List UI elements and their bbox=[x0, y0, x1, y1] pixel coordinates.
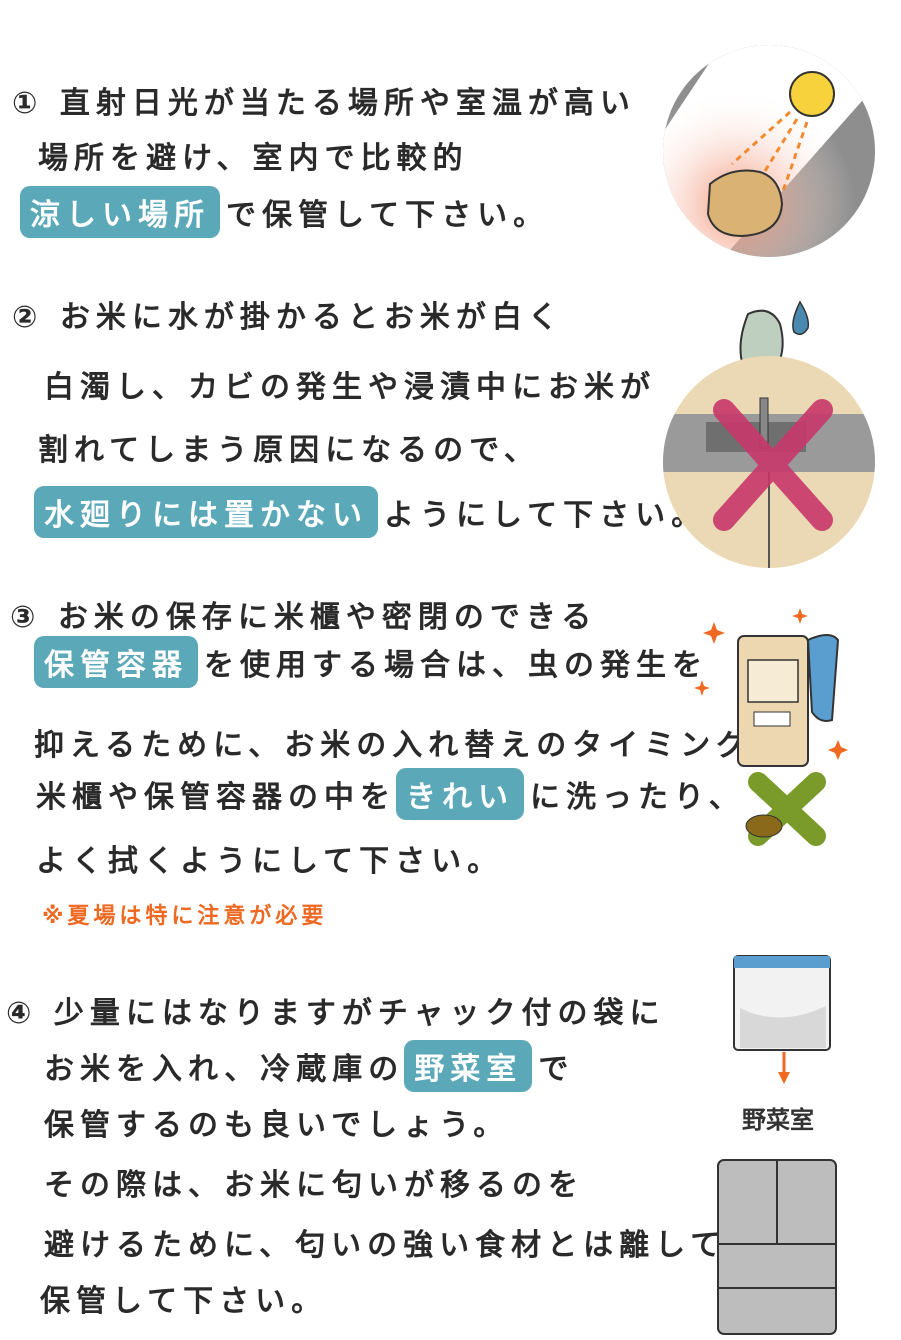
section4-line5: 避けるために、匂いの強い食材とは離して bbox=[44, 1228, 727, 1263]
section3-line2: 保管容器を使用する場合は、虫の発生を bbox=[34, 636, 708, 688]
section4-line1: ④ 少量にはなりますがチャック付の袋に bbox=[6, 996, 666, 1031]
section1-line3: 涼しい場所で保管して下さい。 bbox=[20, 186, 549, 238]
highlight-no-water: 水廻りには置かない bbox=[34, 486, 378, 538]
summer-note: ※夏場は特に注意が必要 bbox=[42, 904, 328, 929]
section3-line4: 米櫃や保管容器の中をきれいに洗ったり、 bbox=[36, 768, 745, 820]
sparkle-icon bbox=[694, 608, 848, 760]
section3-line3: 抑えるために、お米の入れ替えのタイミングで bbox=[34, 728, 789, 763]
section4-line2: お米を入れ、冷蔵庫の野菜室で bbox=[44, 1040, 574, 1092]
section2-line4-rest: ようにして下さい。 bbox=[384, 498, 708, 533]
section4-line2-post: で bbox=[538, 1052, 575, 1087]
vegetable-room-label: 野菜室 bbox=[742, 1106, 814, 1134]
cross-icon bbox=[713, 399, 833, 531]
section2-line1: ② お米に水が掛かるとお米が白く bbox=[12, 300, 564, 335]
section4-line4: その際は、お米に匂いが移るのを bbox=[44, 1168, 584, 1203]
highlight-storage-container: 保管容器 bbox=[34, 636, 198, 688]
highlight-cool-place: 涼しい場所 bbox=[20, 186, 220, 238]
section4-line3: 保管するのも良いでしょう。 bbox=[44, 1108, 510, 1143]
section4-line6: 保管して下さい。 bbox=[40, 1284, 328, 1319]
section2-line4: 水廻りには置かないようにして下さい。 bbox=[34, 486, 707, 538]
section1-line2: 場所を避け、室内で比較的 bbox=[38, 141, 469, 176]
water-drop-icon bbox=[792, 300, 810, 335]
cloth-icon bbox=[806, 634, 840, 722]
bug-icon bbox=[745, 814, 783, 838]
highlight-vegetable-room: 野菜室 bbox=[404, 1040, 533, 1092]
section2-line3: 割れてしまう原因になるので、 bbox=[38, 433, 540, 468]
rice-bag-icon bbox=[706, 169, 784, 238]
sunlight-illustration bbox=[663, 45, 875, 257]
section3-line4-post: に洗ったり、 bbox=[530, 780, 745, 815]
fridge-illustration: 野菜室 bbox=[717, 955, 837, 1335]
section2-line2: 白濁し、カビの発生や浸漬中にお米が bbox=[44, 370, 656, 405]
section3-line2-rest: を使用する場合は、虫の発生を bbox=[204, 648, 708, 683]
section3-line5: よく拭くようにして下さい。 bbox=[36, 844, 504, 879]
rice-dispenser-illustration bbox=[694, 608, 848, 846]
section3-line4-pre: 米櫃や保管容器の中を bbox=[36, 780, 396, 815]
section1-line3-rest: で保管して下さい。 bbox=[226, 198, 550, 233]
section1-line1: ① 直射日光が当たる場所や室温が高い bbox=[12, 86, 636, 121]
highlight-clean: きれい bbox=[396, 768, 524, 820]
sink-illustration bbox=[663, 300, 875, 568]
section4-line2-pre: お米を入れ、冷蔵庫の bbox=[44, 1052, 405, 1087]
section3-line1: ③ お米の保存に米櫃や密閉のできる bbox=[10, 600, 598, 635]
sun-icon bbox=[789, 71, 835, 117]
